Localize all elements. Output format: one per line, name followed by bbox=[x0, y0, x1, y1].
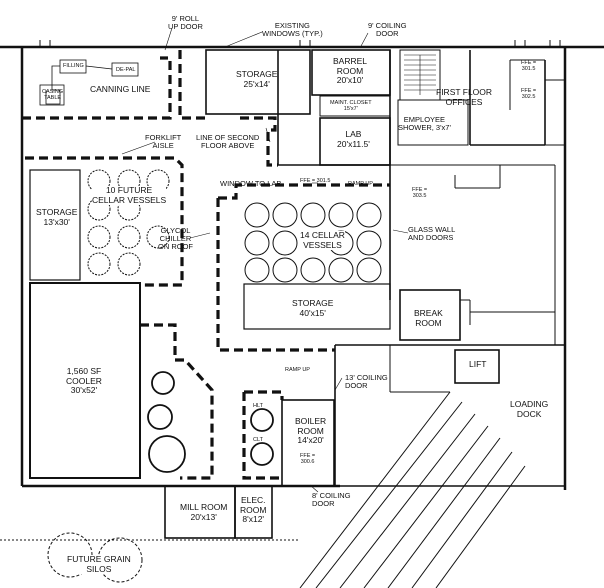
employee-shower-label: EMPLOYEE SHOWER, 3'x7' bbox=[398, 115, 451, 132]
first-floor-offices-label: FIRST FLOOR OFFICES bbox=[436, 87, 493, 107]
window-to-lab-callout: WINDOW TO LAB bbox=[220, 179, 282, 188]
existing-windows-callout: EXISTING WINDOWS (TYP.) bbox=[262, 21, 323, 38]
ffe-tag-offices-mid: FFE = 302.5 bbox=[521, 88, 537, 100]
future-cellar-label: 10 FUTURE CELLAR VESSELS bbox=[92, 185, 167, 205]
depal-label: DE-PAL bbox=[116, 67, 136, 73]
brewhouse-tank-icons bbox=[147, 371, 274, 473]
loading-dock-label: LOADING DOCK bbox=[510, 399, 549, 419]
zone-outlines bbox=[22, 50, 390, 480]
storage-middle-label: STORAGE 40'x15' bbox=[292, 298, 334, 318]
roll-up-door-callout: 9' ROLL UP DOOR bbox=[168, 14, 203, 31]
lab-label: LAB 20'x11.5' bbox=[337, 129, 370, 149]
stair-icon bbox=[404, 54, 436, 95]
boiler-room-label: BOILER ROOM 14'x20' bbox=[295, 416, 327, 445]
ramp-up-tag-lower: RAMP UP bbox=[285, 367, 310, 373]
barrel-room-label: BARREL ROOM 20'x10' bbox=[333, 56, 368, 85]
forklift-aisle-callout: FORKLIFT AISLE bbox=[145, 133, 182, 150]
filling-label: FILLING bbox=[63, 63, 84, 69]
interior-walls bbox=[0, 49, 566, 541]
canning-line-label: CANNING LINE bbox=[90, 84, 151, 94]
leader-lines bbox=[121, 27, 409, 493]
coiling-door-top-callout: 9' COILING DOOR bbox=[368, 21, 407, 38]
coiling-door-13-callout: 13' COILING DOOR bbox=[345, 373, 388, 390]
elec-room-label: ELEC. ROOM 8'x12' bbox=[240, 495, 267, 524]
coiling-door-bottom-callout: 8' COILING DOOR bbox=[312, 491, 351, 508]
glycol-chiller-callout: GLYCOL CHILLER ON ROOF bbox=[158, 226, 193, 251]
cellar-vessels-label: 14 CELLAR VESSELS bbox=[300, 230, 345, 250]
break-room-label: BREAK ROOM bbox=[414, 308, 443, 328]
window-marks bbox=[39, 40, 561, 47]
truck-bay-lines bbox=[299, 391, 526, 588]
future-grain-silos-label: FUTURE GRAIN SILOS bbox=[67, 554, 131, 574]
canning-equipment bbox=[39, 59, 139, 106]
glass-wall-callout: GLASS WALL AND DOORS bbox=[408, 225, 456, 242]
ffe-tag-corridor: FFE = 303.5 bbox=[412, 187, 428, 199]
lift-label: LIFT bbox=[469, 359, 487, 369]
clt-tag: CLT bbox=[253, 437, 263, 443]
storage-top-label: STORAGE 25'x14' bbox=[236, 69, 278, 89]
ffe-tag-boiler: FFE = 300.6 bbox=[300, 453, 316, 465]
ffe-tag-lab: FFE = 301.5 bbox=[300, 178, 331, 184]
maint-closet-label: MAINT. CLOSET 15'x7' bbox=[330, 100, 372, 112]
ramp-up-tag-upper: RAMP UP bbox=[348, 181, 373, 187]
line-second-floor-callout: LINE OF SECOND FLOOR ABOVE bbox=[196, 133, 260, 150]
mill-room-label: MILL ROOM 20'x13' bbox=[180, 502, 228, 522]
hlt-tag: HLT bbox=[253, 403, 263, 409]
ffe-tag-offices-top: FFE = 301.5 bbox=[521, 60, 537, 72]
casing-table-label: CASING TABLE bbox=[42, 89, 64, 101]
cooler-label: 1,560 SF COOLER 30'x52' bbox=[66, 366, 102, 395]
storage-left-label: STORAGE 13'x30' bbox=[36, 207, 78, 227]
